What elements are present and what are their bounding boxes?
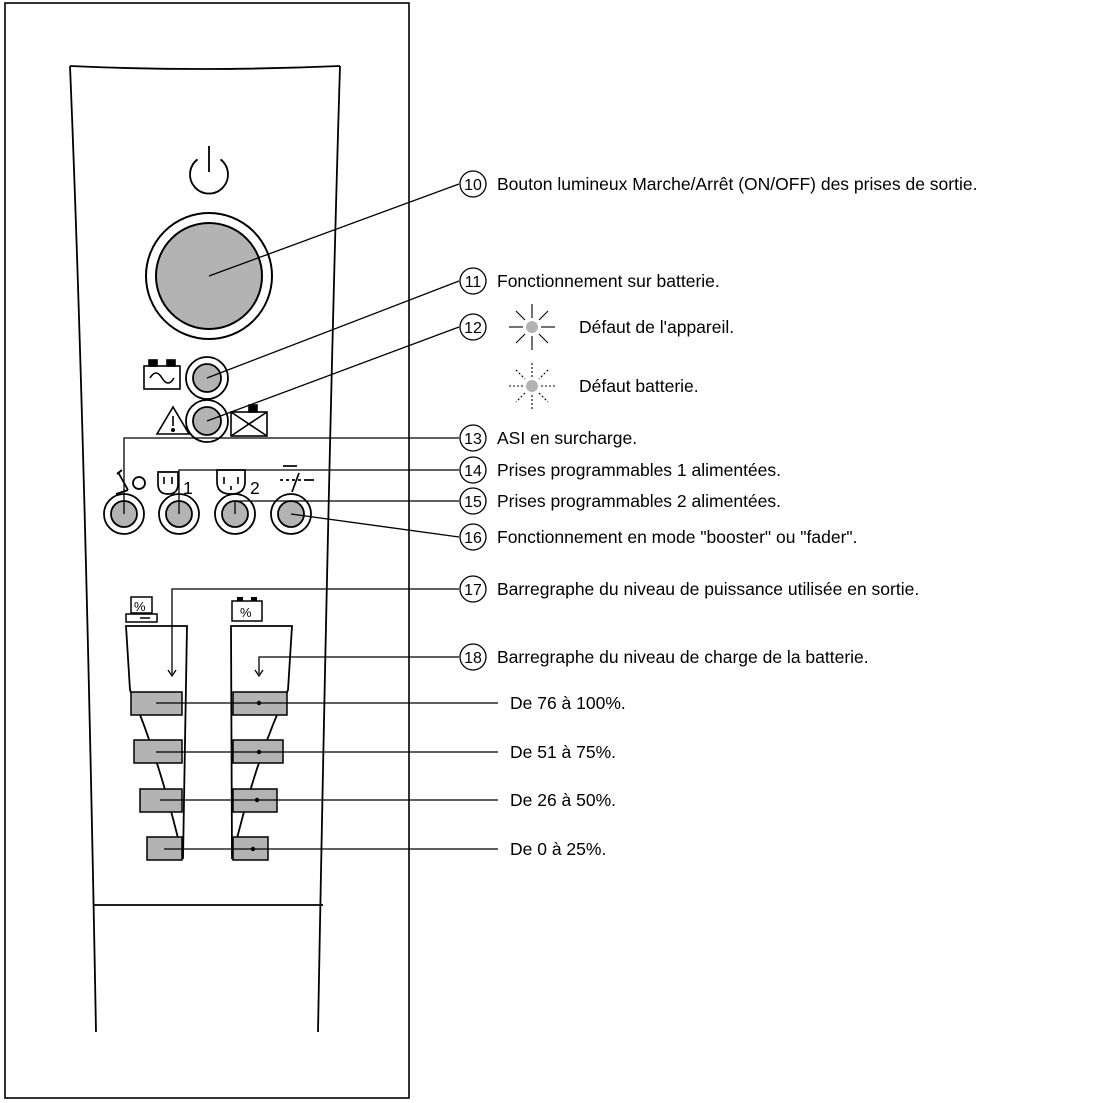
svg-text:14: 14 (464, 463, 482, 480)
battery-fault-icon (230, 404, 268, 437)
battery-percent-icon: % (231, 597, 263, 622)
callout-10: 10 (459, 170, 487, 198)
svg-text:11: 11 (465, 274, 482, 291)
load-percent-symbol: % (134, 599, 146, 614)
slow-blink-lamp-icon (509, 304, 555, 350)
level-51-75-text: De 51 à 75%. (510, 742, 616, 762)
device-fault-text: Défaut de l'appareil. (579, 317, 734, 337)
callout-17-text: Barregraphe du niveau de puissance utili… (497, 579, 919, 599)
booster-fader-icon (280, 465, 314, 493)
callout-14: 14 (459, 456, 487, 484)
leader-lines (123, 183, 498, 850)
callout-11: 11 (459, 267, 487, 295)
callout-15-text: Prises programmables 2 alimentées. (497, 491, 781, 511)
outlet-1-icon: 1 (157, 471, 193, 498)
outlet-2-number: 2 (250, 478, 260, 498)
callout-17: 17 (459, 575, 487, 603)
svg-text:18: 18 (464, 650, 482, 667)
callout-13: 13 (459, 424, 487, 452)
callout-14-text: Prises programmables 1 alimentées. (497, 460, 781, 480)
callout-11-text: Fonctionnement sur batterie. (497, 271, 720, 291)
svg-text:16: 16 (464, 530, 482, 547)
battery-sine-icon (143, 359, 181, 390)
outer-frame (4, 2, 410, 1099)
svg-text:12: 12 (464, 320, 482, 337)
callout-15: 15 (459, 487, 487, 515)
battery-percent-symbol: % (240, 605, 252, 620)
battery-fault-text: Défaut batterie. (579, 376, 699, 396)
callout-18-text: Barregraphe du niveau de charge de la ba… (497, 647, 869, 667)
load-percent-icon: % (125, 596, 158, 623)
panel-body (69, 65, 341, 1033)
callout-16: 16 (459, 523, 487, 551)
callout-13-text: ASI en surcharge. (497, 428, 637, 448)
svg-text:13: 13 (464, 431, 482, 448)
svg-text:17: 17 (464, 582, 482, 599)
svg-text:10: 10 (464, 177, 482, 194)
callout-10-text: Bouton lumineux Marche/Arrêt (ON/OFF) de… (497, 174, 977, 194)
warning-icon (155, 405, 191, 435)
callout-16-text: Fonctionnement en mode "booster" ou "fad… (497, 527, 857, 547)
level-26-50-text: De 26 à 50%. (510, 790, 616, 810)
arrow-heads (167, 669, 264, 678)
level-76-100-text: De 76 à 100%. (510, 693, 626, 713)
level-0-25-text: De 0 à 25%. (510, 839, 606, 859)
svg-text:15: 15 (464, 494, 482, 511)
callout-18: 18 (459, 643, 487, 671)
overload-icon (115, 469, 146, 495)
callout-12: 12 (459, 313, 487, 341)
outlet-1-number: 1 (183, 478, 193, 498)
fast-blink-lamp-icon (509, 363, 555, 409)
power-icon (189, 146, 229, 195)
leader-dots (250, 700, 262, 852)
